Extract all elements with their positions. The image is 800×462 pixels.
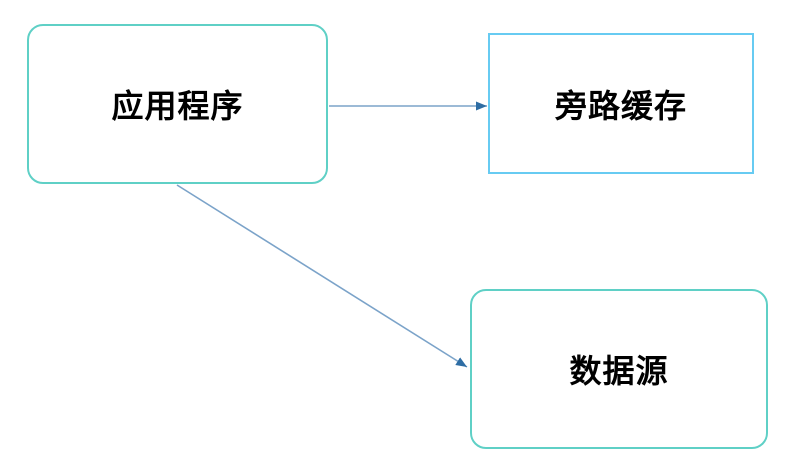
node-data-source-label: 数据源 (569, 353, 669, 389)
node-application: 应用程序 (27, 24, 328, 184)
node-application-label: 应用程序 (111, 88, 244, 124)
edge-application-to-datasource (176, 184, 468, 368)
node-data-source: 数据源 (470, 289, 768, 449)
node-cache-aside: 旁路缓存 (488, 33, 754, 174)
node-cache-aside-label: 旁路缓存 (554, 87, 687, 124)
